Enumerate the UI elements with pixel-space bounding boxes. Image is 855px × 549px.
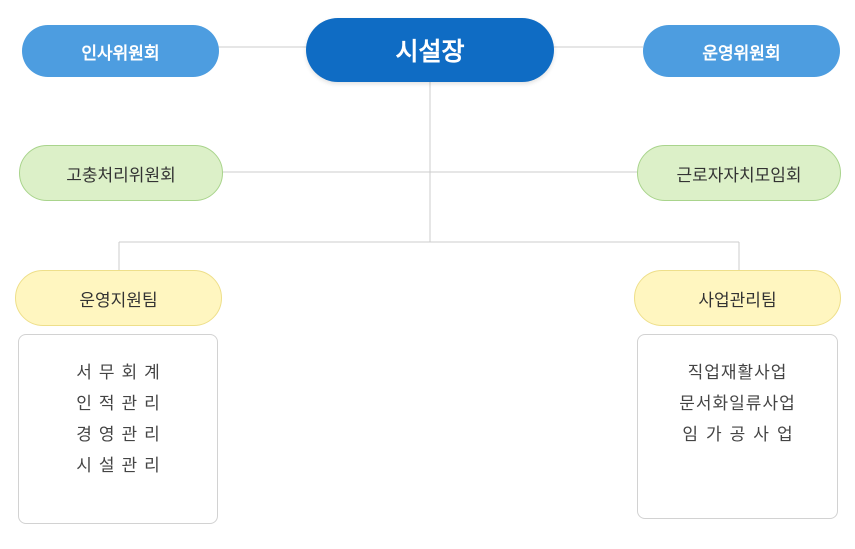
grievance-committee-label: 고충처리위원회 [66, 165, 176, 186]
duty-item: 임가공사업 [682, 425, 801, 445]
director-label: 시설장 [395, 37, 465, 66]
support-team-node: 운영지원팀 [15, 270, 222, 326]
operation-committee-node: 운영위원회 [643, 25, 840, 77]
duty-item: 문서화일류사업 [679, 394, 796, 414]
duty-item: 경영관리 [76, 425, 167, 445]
duty-item: 서무회계 [76, 363, 167, 383]
grievance-committee-node: 고충처리위원회 [19, 145, 223, 201]
worker-association-label: 근로자자치모임회 [676, 165, 802, 186]
operation-committee-label: 운영위원회 [702, 43, 781, 64]
duty-item: 시설관리 [76, 456, 167, 476]
support-team-duties: 서무회계 인적관리 경영관리 시설관리 [18, 334, 218, 524]
project-team-duties: 직업재활사업 문서화일류사업 임가공사업 [637, 334, 838, 519]
support-team-label: 운영지원팀 [79, 290, 158, 311]
director-node: 시설장 [306, 18, 554, 82]
worker-association-node: 근로자자치모임회 [637, 145, 841, 201]
project-team-node: 사업관리팀 [634, 270, 841, 326]
duty-item: 직업재활사업 [687, 363, 788, 383]
hr-committee-label: 인사위원회 [81, 43, 160, 64]
project-team-label: 사업관리팀 [698, 290, 777, 311]
duty-item: 인적관리 [76, 394, 167, 414]
hr-committee-node: 인사위원회 [22, 25, 219, 77]
